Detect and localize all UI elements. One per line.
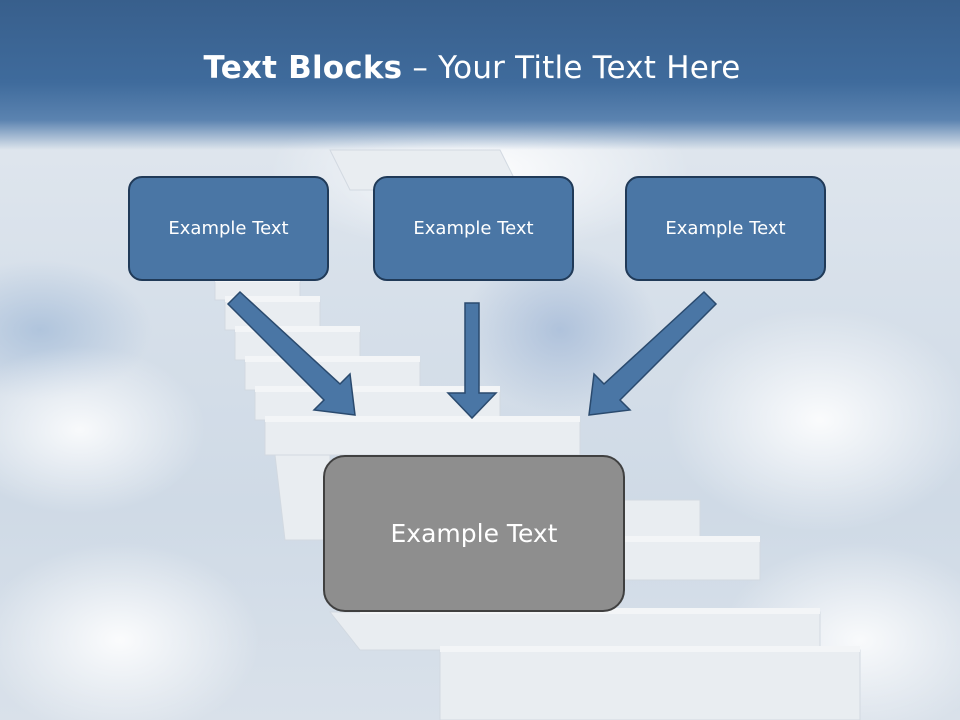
title-rest: – Your Title Text Here [402,50,741,86]
text-block-right[interactable]: Example Text [625,176,826,281]
arrow-right [588,290,718,416]
text-block-bottom-label: Example Text [390,519,558,548]
title-bold: Text Blocks [203,50,403,86]
text-block-right-label: Example Text [665,218,786,239]
text-block-center-label: Example Text [413,218,534,239]
text-block-left-label: Example Text [168,218,289,239]
text-block-center[interactable]: Example Text [373,176,574,281]
arrow-left [226,290,356,416]
arrow-center [446,302,498,420]
text-block-left[interactable]: Example Text [128,176,329,281]
slide-title: Text Blocks – Your Title Text Here [0,50,944,86]
header-band [0,0,960,150]
text-block-bottom[interactable]: Example Text [323,455,625,612]
